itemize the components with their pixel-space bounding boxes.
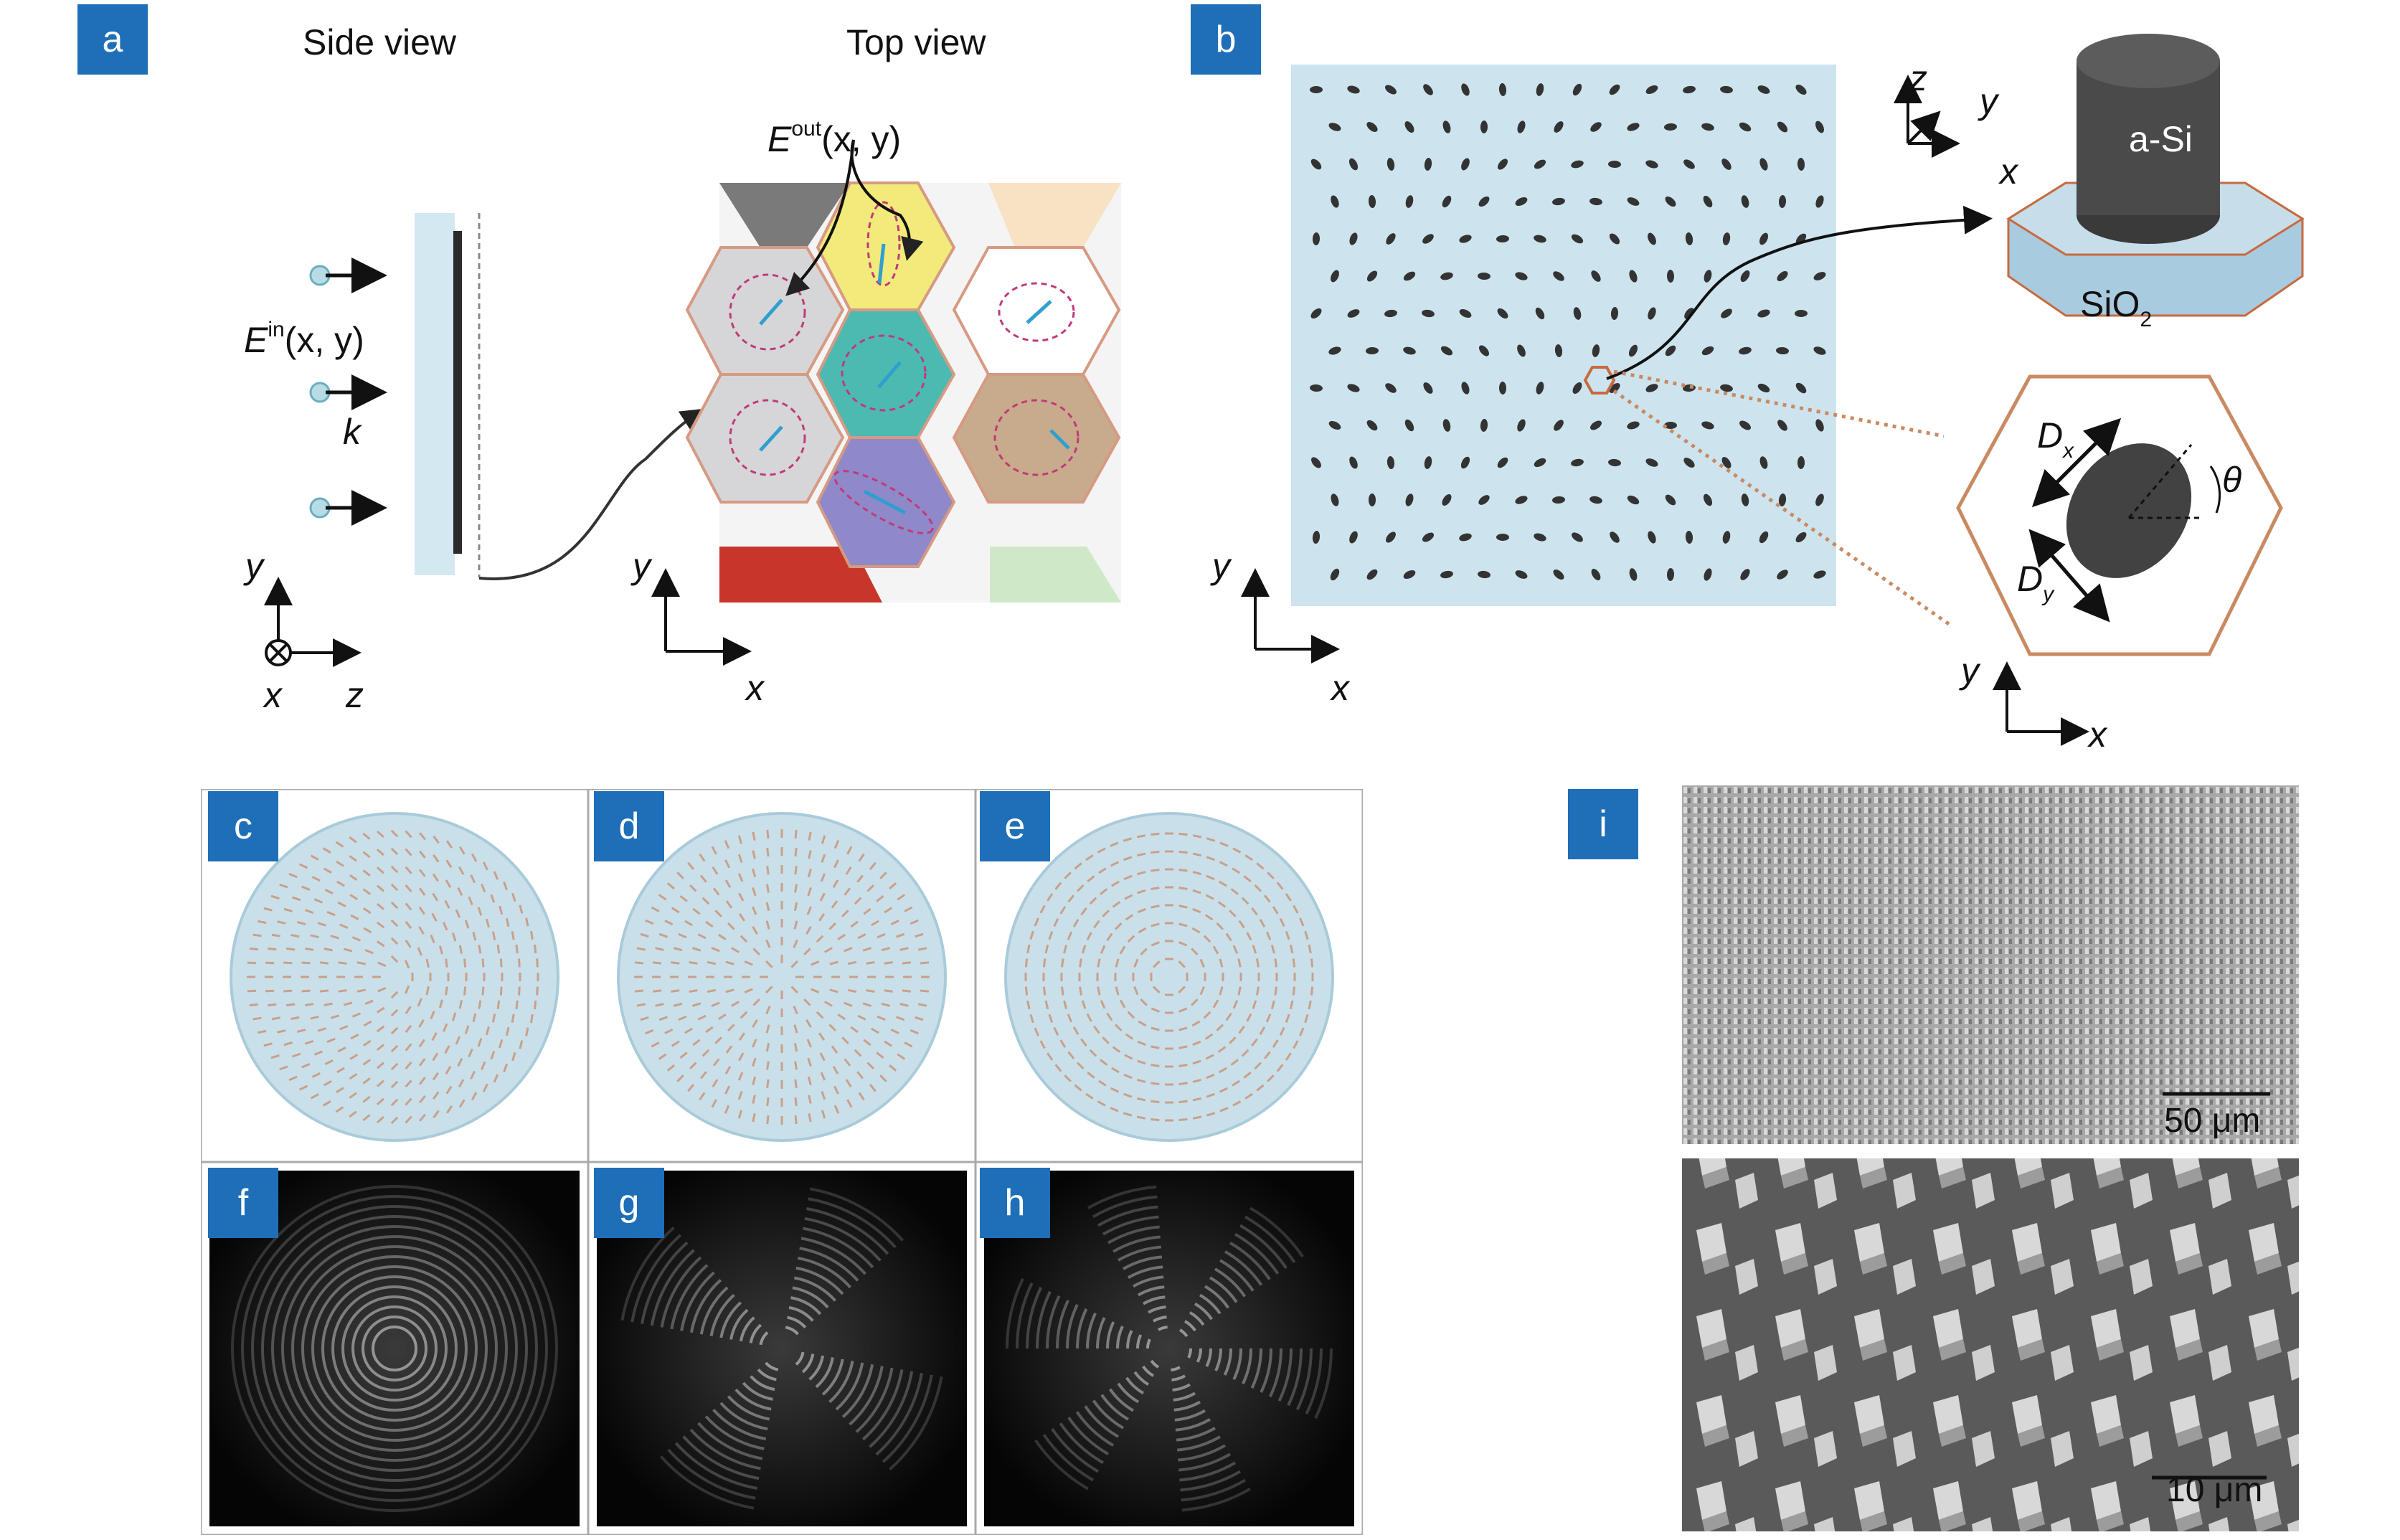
side-to-top-arrow [478,408,704,580]
panel-label-d: d [594,791,664,861]
sio2-label: SiO2 [2080,284,2153,331]
panel-a-graphics [264,139,1121,667]
sem-image-bottom [1682,1158,2299,1531]
axis3d-y-label: y [1980,81,1998,121]
panel-label-a: a [77,4,148,75]
unit-cell-3d [2006,34,2305,317]
side-axis-y-label: y [245,546,263,586]
top-axis-y-label: y [633,546,651,586]
panel-label-h: h [980,1168,1050,1238]
top-view-title: Top view [846,22,986,62]
disk-e [1004,812,1334,1142]
dy-arrow-2 [2028,529,2107,618]
e-out-pointer-2 [785,139,855,296]
panel-label-i: i [1568,789,1638,859]
selected-unit-cell [1583,366,1616,395]
dy-label: Dy [2017,559,2054,606]
scale-label-top: 50 μm [2164,1102,2261,1140]
a-si-label: a-Si [2129,119,2193,159]
dx-label: Dx [2037,415,2074,463]
side-axis-z-label: z [346,675,364,715]
incident-wave-1 [309,258,387,293]
panel-label-b: b [1191,4,1261,75]
incident-wave-2 [309,374,387,410]
panel-label-e: e [980,791,1050,861]
side-nanostructure-layer [453,231,462,554]
elliptical-pillar [2066,443,2192,578]
panel-i-graphics [1682,785,2299,1531]
array-axis-x-label: x [1331,668,1349,708]
axis3d-x-label: x [2000,151,2018,192]
side-view-title: Side view [303,22,456,62]
dx-arrow-2 [2031,422,2117,508]
scale-label-bottom: 10 μm [2166,1471,2263,1509]
cell-axis-y-label: y [1961,651,1979,691]
panel-label-f: f [208,1168,278,1238]
metasurface-array [1291,65,1836,606]
axis3d-y [1907,110,1941,145]
k-label: k [343,412,361,452]
panel-b-graphics [1241,34,2305,746]
top-axis-x-label: x [746,668,764,708]
panel-label-g: g [594,1168,664,1238]
top-view-mosaic [685,181,1121,603]
disk-d [617,812,947,1142]
panels-c-h-graphics [201,789,1363,1535]
side-substrate [415,213,455,575]
panel-label-c: c [208,791,278,861]
cell-to-3d-arrow [1606,205,1993,380]
e-in-label: Ein(x, y) [244,318,364,360]
e-out-label: Eout(x, y) [767,117,902,159]
array-axis-y-label: y [1212,546,1230,586]
axis3d-z-label: z [1909,58,1927,98]
cell-axis-x-label: x [2089,714,2107,755]
nanopillar-grid [1310,83,1826,581]
side-axis-x-label: x [264,675,282,715]
incident-wave-3 [309,490,387,526]
disk-c [230,812,559,1142]
sem-image-top [1682,785,2299,1144]
theta-label: θ [2222,460,2242,500]
